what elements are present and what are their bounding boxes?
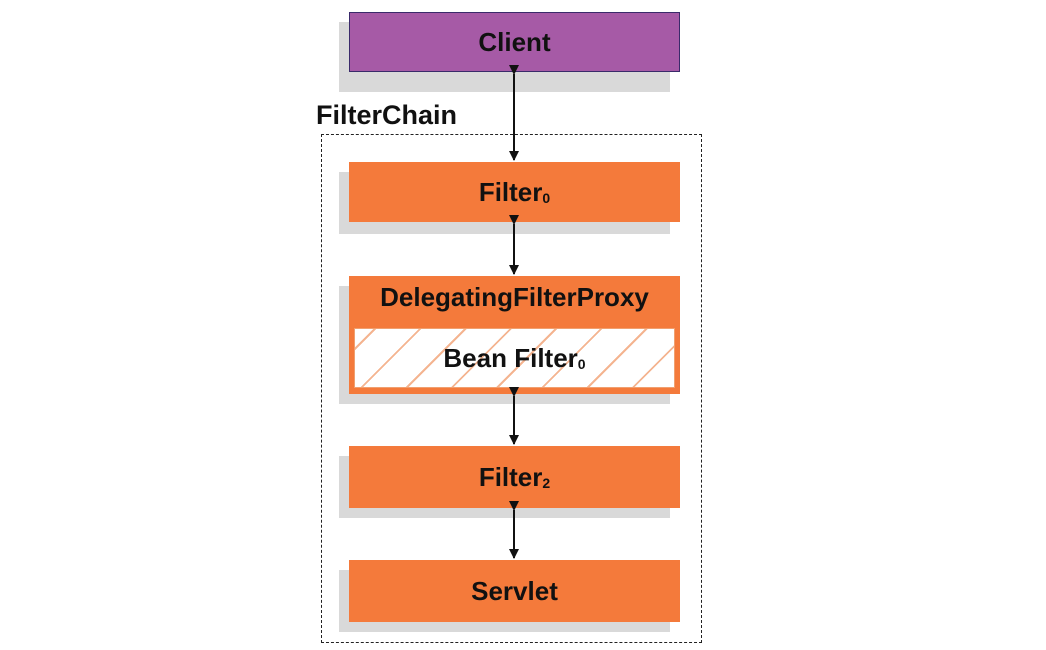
filter-chain-label: FilterChain xyxy=(316,100,458,130)
filter2-label: Filter xyxy=(478,461,543,492)
bean-filter-label: Bean Filter xyxy=(443,342,578,373)
filter2-subscript: 2 xyxy=(542,475,551,491)
client-box: Client xyxy=(349,12,680,72)
bean-filter-subscript: 0 xyxy=(577,356,586,372)
proxy-title: DelegatingFilterProxy xyxy=(380,282,649,312)
filter0-label: Filter xyxy=(478,176,543,207)
client-label: Client xyxy=(478,26,551,57)
filter0-subscript: 0 xyxy=(542,190,551,206)
servlet-label: Servlet xyxy=(471,575,558,606)
servlet-box: Servlet xyxy=(349,560,680,622)
